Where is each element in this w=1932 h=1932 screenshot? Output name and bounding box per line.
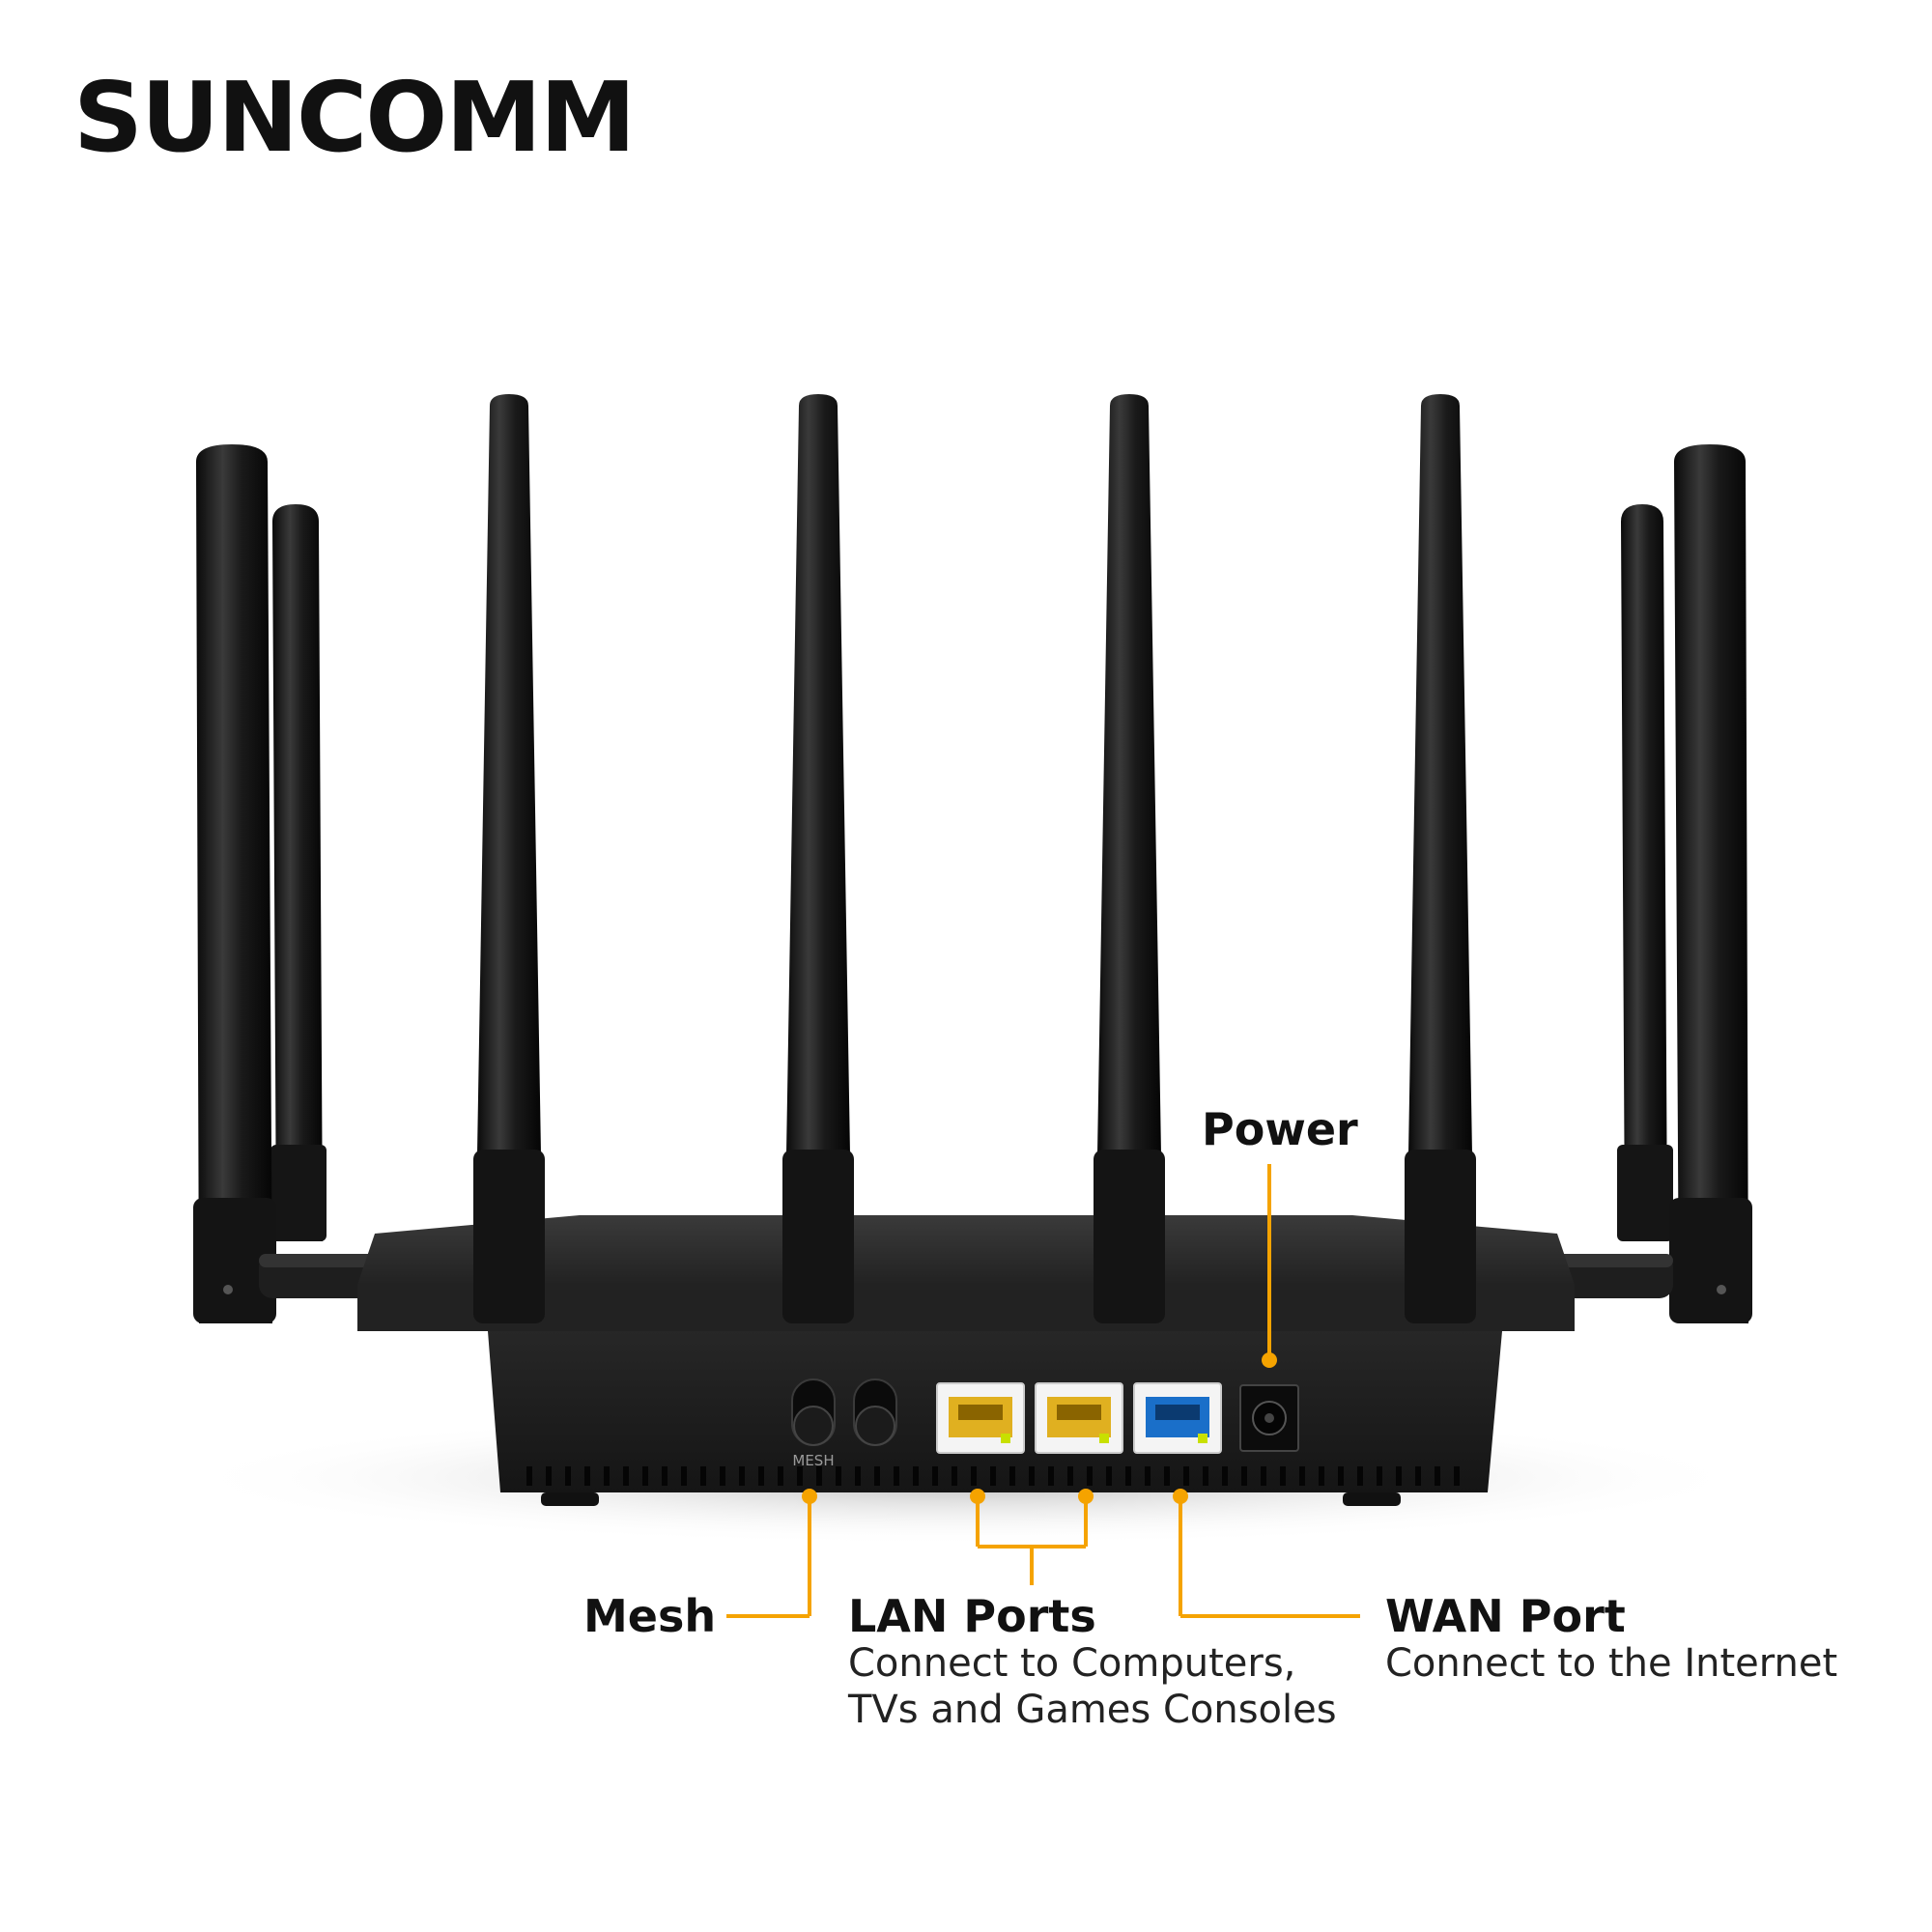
wan-port-label: WAN Port (1385, 1590, 1626, 1642)
antenna-right-front (1669, 444, 1752, 1323)
lan-ports-desc-line2: TVs and Games Consoles (848, 1688, 1337, 1732)
wan-port (1133, 1382, 1222, 1454)
antenna-4 (1405, 394, 1476, 1323)
mesh-print: MESH (792, 1452, 834, 1469)
hinge-left (259, 1254, 375, 1298)
wan-port-desc: Connect to the Internet (1385, 1641, 1838, 1686)
antenna-left-front (193, 444, 276, 1323)
callout-lines (726, 1164, 1360, 1618)
antenna-1 (473, 394, 545, 1323)
antenna-2 (782, 394, 854, 1323)
lan-port-2 (1035, 1382, 1123, 1454)
foot-right (1343, 1492, 1401, 1506)
lan-ports-desc-line1: Connect to Computers, (848, 1641, 1296, 1686)
lan-port-1 (936, 1382, 1025, 1454)
mesh-label: Mesh (583, 1590, 717, 1642)
lan-ports-label: LAN Ports (848, 1590, 1096, 1642)
callout-dots (802, 1352, 1277, 1504)
vent-grille (526, 1466, 1460, 1486)
antenna-right-back (1617, 504, 1673, 1241)
power-jack (1239, 1384, 1299, 1452)
antenna-3 (1094, 394, 1165, 1323)
mesh-button (791, 1378, 836, 1446)
brand-logo: SUNCOMM (73, 61, 636, 174)
foot-left (541, 1492, 599, 1506)
reset-button (853, 1378, 897, 1446)
antenna-left-back (270, 504, 327, 1241)
power-label: Power (1202, 1103, 1358, 1155)
hinge-right (1557, 1254, 1673, 1298)
